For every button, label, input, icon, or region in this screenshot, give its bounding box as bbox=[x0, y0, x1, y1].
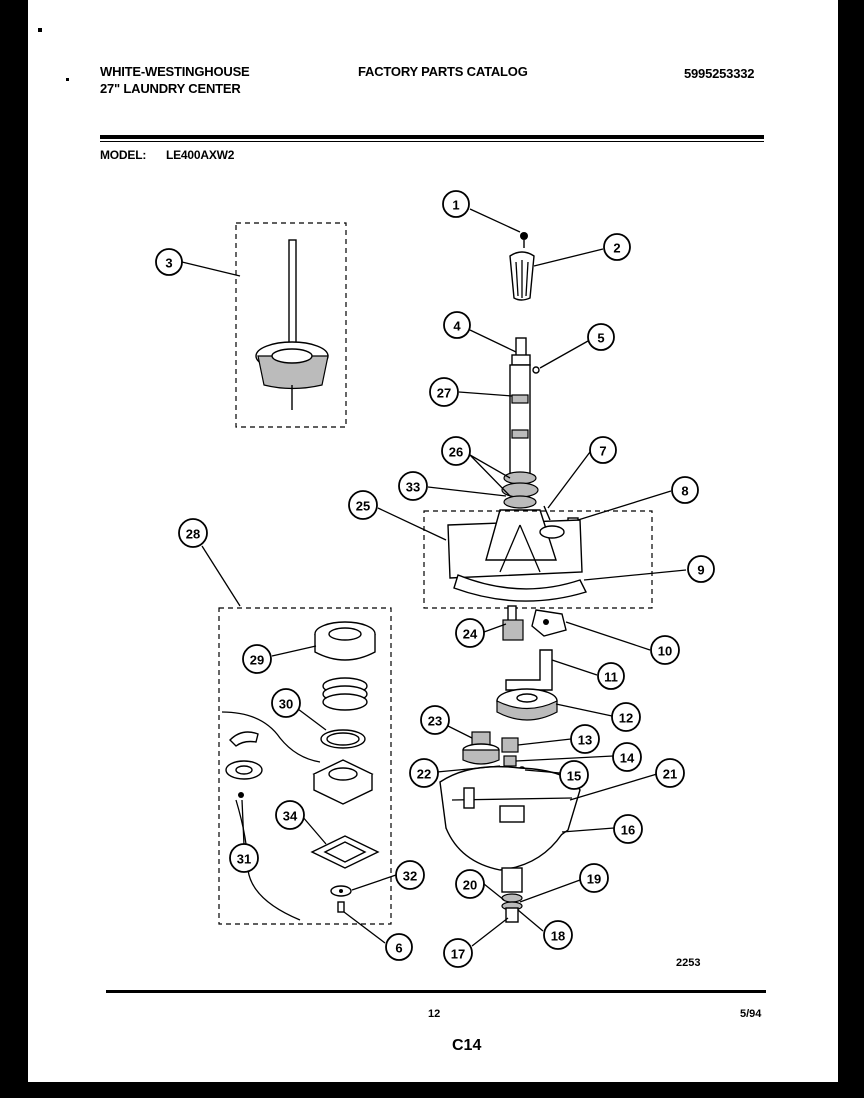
svg-text:9: 9 bbox=[697, 563, 704, 578]
callout-19: 19 bbox=[579, 863, 609, 893]
model-value: LE400AXW2 bbox=[166, 148, 235, 162]
footer-rule bbox=[106, 990, 766, 993]
catalog-number: 5995253332 bbox=[684, 66, 755, 81]
callout-18: 18 bbox=[543, 920, 573, 950]
svg-text:22: 22 bbox=[417, 767, 431, 782]
callout-5: 5 bbox=[587, 323, 615, 351]
callout-28: 28 bbox=[178, 518, 208, 548]
callout-3: 3 bbox=[155, 248, 183, 276]
callout-25: 25 bbox=[348, 490, 378, 520]
model-label: MODEL: bbox=[100, 148, 147, 162]
svg-text:24: 24 bbox=[463, 627, 478, 642]
svg-text:13: 13 bbox=[578, 733, 592, 748]
callout-2: 2 bbox=[603, 233, 631, 261]
callout-9: 9 bbox=[687, 555, 715, 583]
svg-text:18: 18 bbox=[551, 929, 565, 944]
drawing-number: 2253 bbox=[676, 957, 700, 969]
callout-26: 26 bbox=[441, 436, 471, 466]
callout-14: 14 bbox=[612, 742, 642, 772]
revision-date: 5/94 bbox=[740, 1008, 762, 1020]
svg-text:11: 11 bbox=[604, 670, 618, 685]
callout-15: 15 bbox=[559, 760, 589, 790]
svg-text:21: 21 bbox=[663, 767, 677, 782]
svg-text:23: 23 bbox=[428, 714, 442, 729]
callout-7: 7 bbox=[589, 436, 617, 464]
svg-text:5: 5 bbox=[597, 331, 604, 346]
callout-10: 10 bbox=[650, 635, 680, 665]
svg-text:16: 16 bbox=[621, 823, 635, 838]
catalog-page bbox=[28, 0, 838, 1082]
callout-29: 29 bbox=[242, 644, 272, 674]
callout-22: 22 bbox=[409, 758, 439, 788]
product-name: 27" LAUNDRY CENTER bbox=[100, 81, 241, 96]
section-code: C14 bbox=[452, 1037, 482, 1054]
header-rule-thin bbox=[100, 141, 764, 142]
callout-21: 21 bbox=[655, 758, 685, 788]
svg-text:2: 2 bbox=[613, 241, 620, 256]
svg-text:29: 29 bbox=[250, 653, 264, 668]
callout-32: 32 bbox=[395, 860, 425, 890]
callout-23: 23 bbox=[420, 705, 450, 735]
callout-16: 16 bbox=[613, 814, 643, 844]
svg-text:32: 32 bbox=[403, 869, 417, 884]
svg-text:34: 34 bbox=[283, 809, 298, 824]
svg-text:26: 26 bbox=[449, 445, 463, 460]
svg-text:15: 15 bbox=[567, 769, 581, 784]
svg-text:1: 1 bbox=[452, 198, 459, 213]
callout-20: 20 bbox=[455, 869, 485, 899]
callout-8: 8 bbox=[671, 476, 699, 504]
svg-text:10: 10 bbox=[658, 644, 672, 659]
svg-text:31: 31 bbox=[237, 852, 251, 867]
header-rule bbox=[100, 135, 764, 139]
svg-text:20: 20 bbox=[463, 878, 477, 893]
catalog-title: FACTORY PARTS CATALOG bbox=[358, 64, 528, 79]
callout-34: 34 bbox=[275, 800, 305, 830]
svg-text:27: 27 bbox=[437, 386, 451, 401]
svg-text:19: 19 bbox=[587, 872, 601, 887]
callout-11: 11 bbox=[597, 662, 625, 690]
callout-6: 6 bbox=[385, 933, 413, 961]
callout-1: 1 bbox=[442, 190, 470, 218]
callout-31: 31 bbox=[229, 843, 259, 873]
svg-text:4: 4 bbox=[453, 319, 461, 334]
svg-text:17: 17 bbox=[451, 947, 465, 962]
callout-24: 24 bbox=[455, 618, 485, 648]
page-number: 12 bbox=[428, 1008, 441, 1020]
svg-text:30: 30 bbox=[279, 697, 293, 712]
svg-text:7: 7 bbox=[599, 444, 606, 459]
callout-12: 12 bbox=[611, 702, 641, 732]
svg-text:12: 12 bbox=[619, 711, 633, 726]
callout-27: 27 bbox=[429, 377, 459, 407]
svg-text:14: 14 bbox=[620, 751, 635, 766]
brand-name: WHITE-WESTINGHOUSE bbox=[100, 64, 250, 79]
callout-30: 30 bbox=[271, 688, 301, 718]
svg-text:3: 3 bbox=[165, 256, 172, 271]
callout-33: 33 bbox=[398, 471, 428, 501]
svg-text:6: 6 bbox=[395, 941, 402, 956]
svg-text:25: 25 bbox=[356, 499, 370, 514]
callout-4: 4 bbox=[443, 311, 471, 339]
callout-13: 13 bbox=[570, 724, 600, 754]
callout-17: 17 bbox=[443, 938, 473, 968]
svg-text:33: 33 bbox=[406, 480, 420, 495]
svg-text:8: 8 bbox=[681, 484, 688, 499]
svg-text:28: 28 bbox=[186, 527, 200, 542]
